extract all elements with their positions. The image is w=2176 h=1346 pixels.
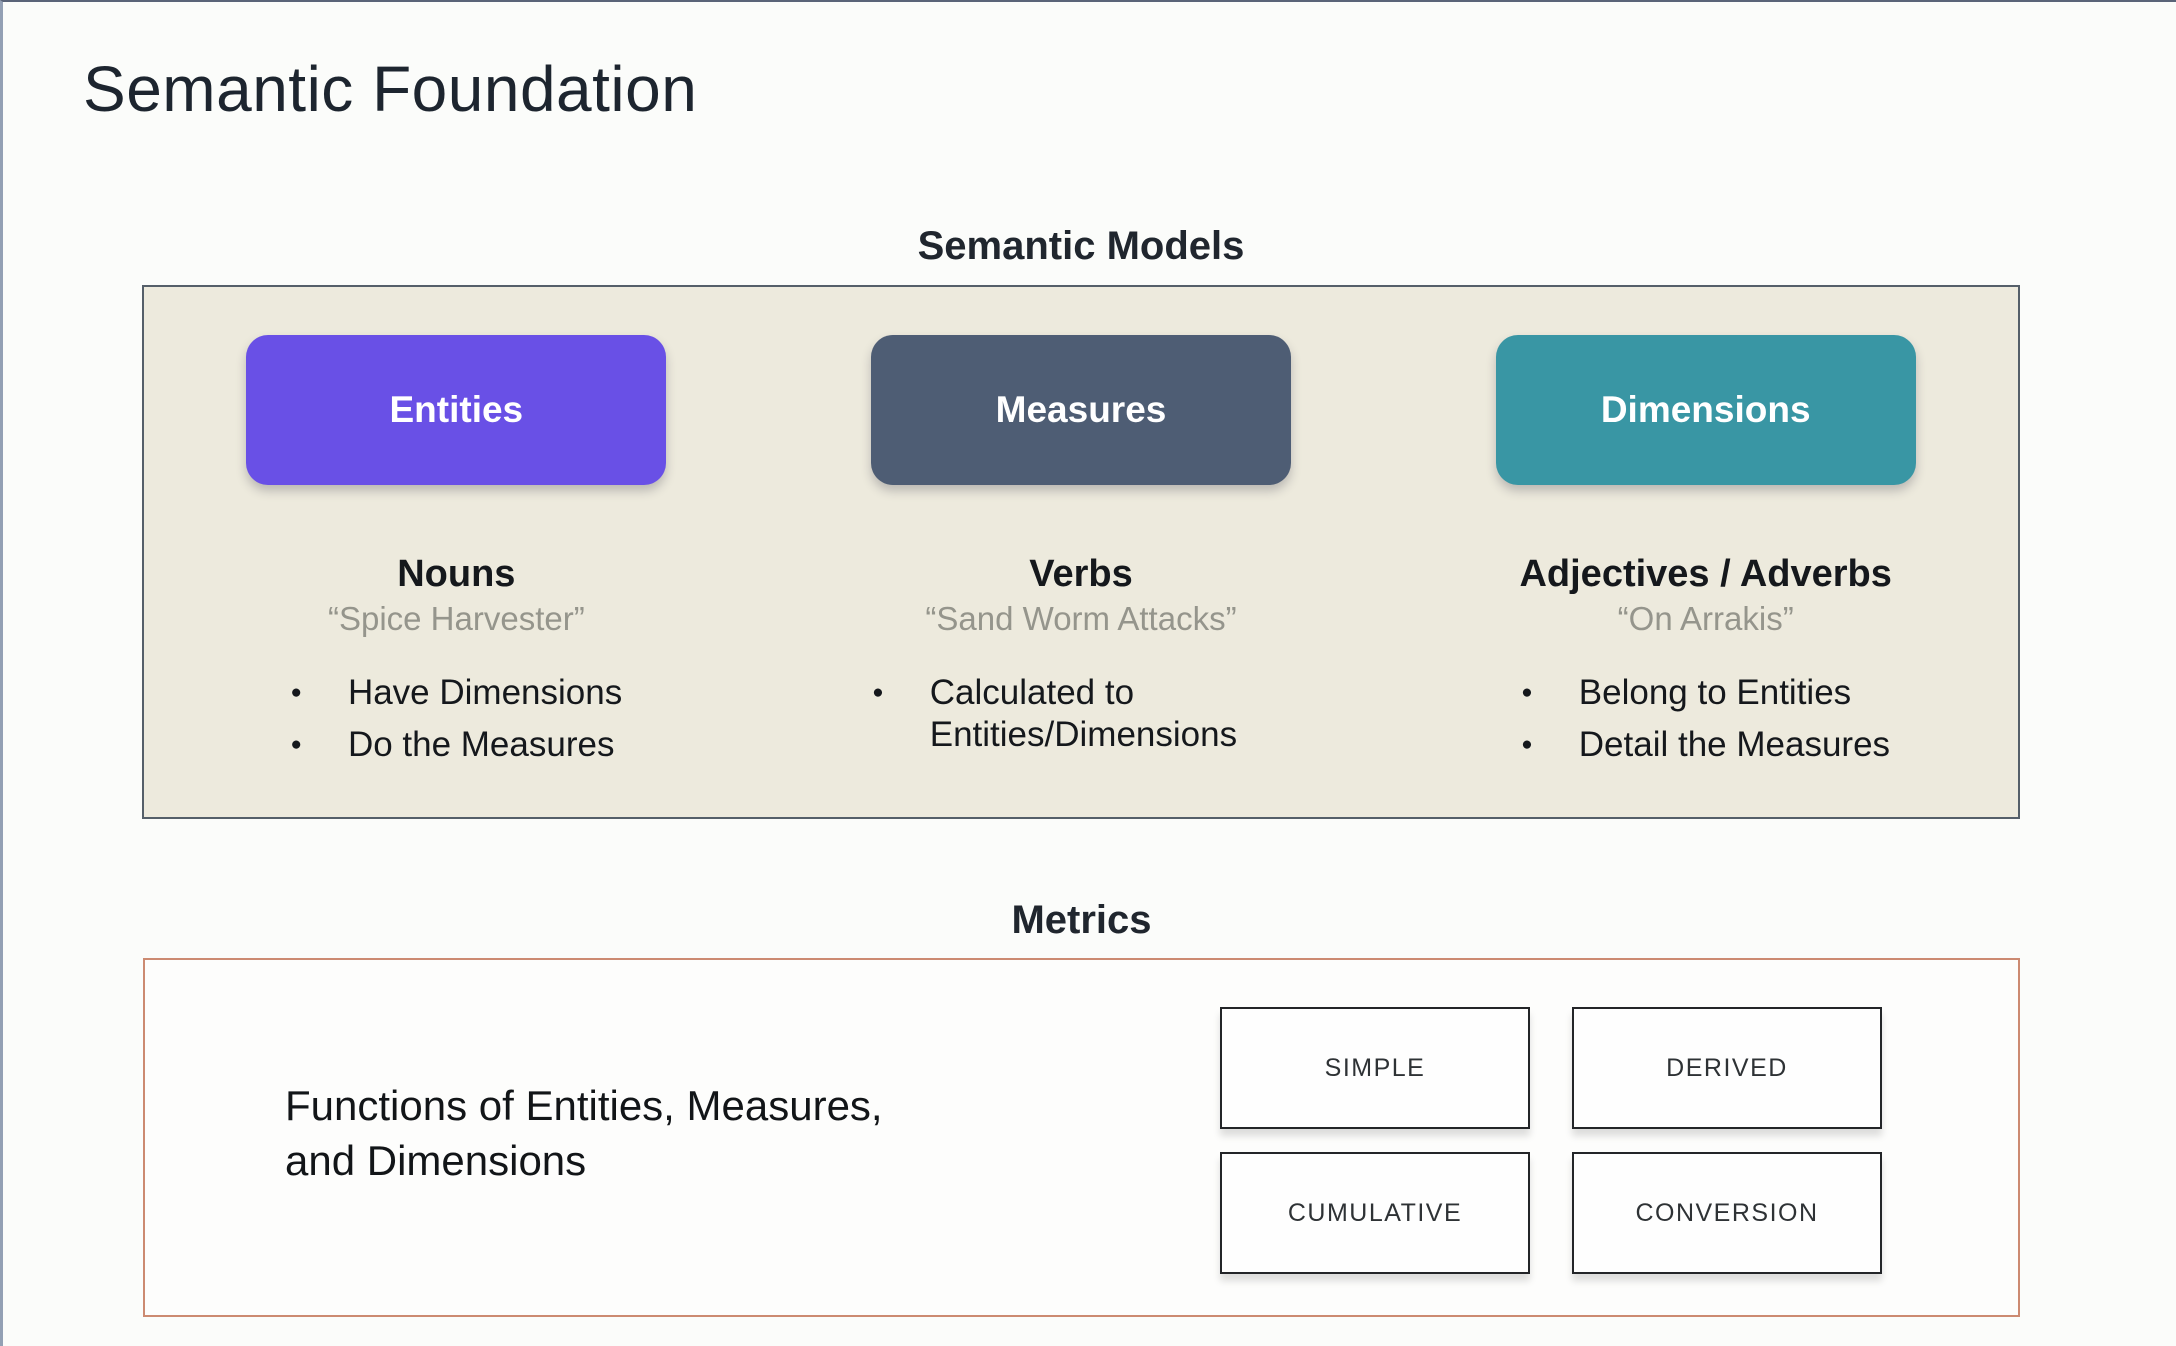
entities-pill: Entities — [246, 335, 667, 485]
bullet-icon: ● — [1521, 734, 1533, 755]
metric-type-derived: DERIVED — [1572, 1007, 1882, 1129]
dimensions-bullets: ● Belong to Entities ● Detail the Measur… — [1521, 672, 1890, 766]
list-item: ● Have Dimensions — [290, 673, 623, 712]
metric-type-grid: SIMPLE DERIVED CUMULATIVE CONVERSION — [1220, 1007, 1882, 1274]
metric-type-conversion: CONVERSION — [1572, 1152, 1882, 1274]
bullet-icon: ● — [1521, 682, 1533, 703]
metrics-heading: Metrics — [1011, 898, 1152, 942]
metrics-description-line2: and Dimensions — [285, 1137, 587, 1184]
bullet-icon: ● — [290, 734, 302, 755]
entities-word-type: Nouns — [397, 553, 516, 595]
metric-type-cumulative: CUMULATIVE — [1220, 1152, 1530, 1274]
measures-bullets: ● Calculated to Entities/Dimensions — [872, 672, 1289, 756]
list-item: ● Belong to Entities — [1521, 673, 1852, 712]
metrics-panel: Functions of Entities, Measures, and Dim… — [143, 958, 2020, 1317]
metrics-description-line1: Functions of Entities, Measures, — [285, 1082, 883, 1129]
list-item: ● Detail the Measures — [1521, 725, 1891, 764]
bullet-icon: ● — [290, 682, 302, 703]
measures-pill: Measures — [871, 335, 1291, 485]
list-item: ● Do the Measures — [290, 725, 615, 764]
measures-example: “Sand Worm Attacks” — [925, 600, 1237, 637]
metrics-description: Functions of Entities, Measures, and Dim… — [285, 1078, 883, 1188]
entities-column: Entities Nouns “Spice Harvester” ● Have … — [144, 335, 769, 817]
dimensions-example: “On Arrakis” — [1617, 600, 1794, 637]
semantic-models-heading: Semantic Models — [917, 224, 1245, 268]
dimensions-column: Dimensions Adjectives / Adverbs “On Arra… — [1393, 335, 2018, 817]
semantic-models-panel: Entities Nouns “Spice Harvester” ● Have … — [142, 285, 2020, 819]
page-title: Semantic Foundation — [83, 53, 698, 125]
measures-word-type: Verbs — [1029, 553, 1133, 595]
dimensions-word-type: Adjectives / Adverbs — [1519, 553, 1892, 595]
bullet-icon: ● — [872, 682, 884, 703]
entities-bullets: ● Have Dimensions ● Do the Measures — [290, 672, 622, 766]
entities-example: “Spice Harvester” — [327, 600, 585, 637]
list-item: ● Calculated to Entities/Dimensions — [872, 673, 1238, 754]
metric-type-simple: SIMPLE — [1220, 1007, 1530, 1129]
measures-column: Measures Verbs “Sand Worm Attacks” ● Cal… — [769, 335, 1394, 817]
dimensions-pill: Dimensions — [1495, 335, 1916, 485]
